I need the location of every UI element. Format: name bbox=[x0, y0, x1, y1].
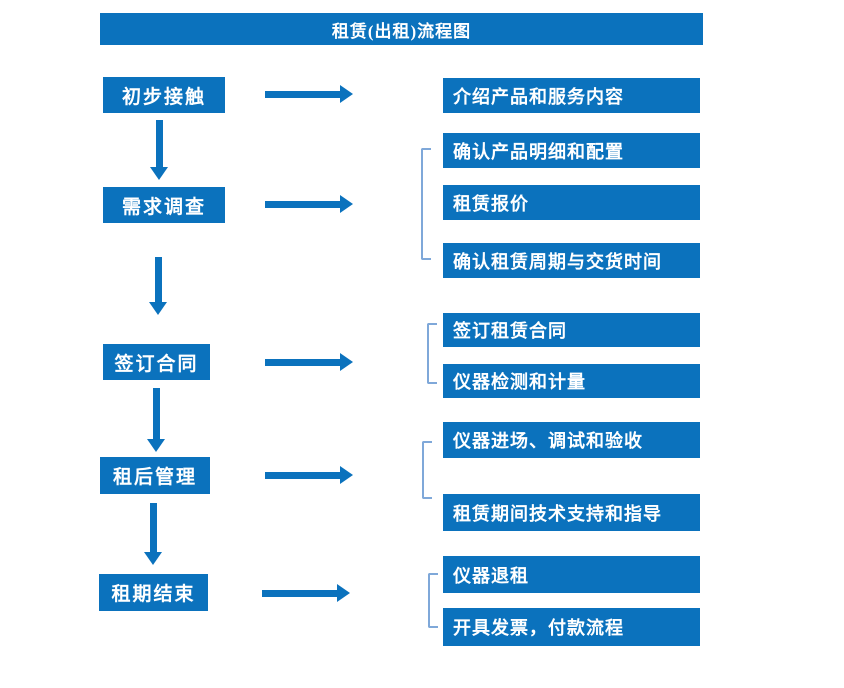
detail-box-technical-support: 租赁期间技术支持和指导 bbox=[443, 494, 700, 531]
arrow-shaft bbox=[265, 471, 340, 479]
right-arrow-step2 bbox=[265, 195, 353, 213]
detail-box-introduce-products: 介绍产品和服务内容 bbox=[443, 78, 700, 113]
detail-box-instrument-return: 仪器退租 bbox=[443, 556, 700, 593]
detail-box-confirm-product-config: 确认产品明细和配置 bbox=[443, 133, 700, 168]
arrow-shaft bbox=[152, 388, 160, 439]
right-arrow-step5 bbox=[262, 584, 350, 602]
step-box-post-rental-management: 租后管理 bbox=[100, 457, 210, 494]
group-bracket-sign-contract bbox=[427, 323, 437, 384]
step-box-initial-contact: 初步接触 bbox=[103, 77, 225, 113]
step-box-rental-end: 租期结束 bbox=[99, 574, 208, 611]
detail-box-confirm-period-delivery: 确认租赁周期与交货时间 bbox=[443, 243, 700, 278]
arrow-head-icon bbox=[144, 552, 162, 565]
arrow-shaft bbox=[155, 120, 163, 167]
arrow-head-icon bbox=[147, 439, 165, 452]
arrow-head-icon bbox=[340, 353, 353, 371]
arrow-head-icon bbox=[340, 85, 353, 103]
group-bracket-demand-survey bbox=[421, 148, 431, 260]
group-bracket-post-rental bbox=[422, 441, 432, 499]
down-arrow-step2-step3 bbox=[149, 257, 167, 315]
group-bracket-rental-end bbox=[428, 573, 438, 628]
step-box-demand-survey: 需求调查 bbox=[103, 187, 225, 223]
arrow-shaft bbox=[262, 589, 337, 597]
detail-box-invoice-payment: 开具发票，付款流程 bbox=[443, 608, 700, 646]
arrow-head-icon bbox=[337, 584, 350, 602]
right-arrow-step4 bbox=[265, 466, 353, 484]
arrow-shaft bbox=[149, 503, 157, 552]
detail-box-instrument-setup-acceptance: 仪器进场、调试和验收 bbox=[443, 422, 700, 458]
arrow-shaft bbox=[265, 200, 340, 208]
down-arrow-step4-step5 bbox=[144, 503, 162, 565]
down-arrow-step1-step2 bbox=[150, 120, 168, 180]
arrow-shaft bbox=[265, 90, 340, 98]
down-arrow-step3-step4 bbox=[147, 388, 165, 452]
arrow-head-icon bbox=[149, 302, 167, 315]
right-arrow-step3 bbox=[265, 353, 353, 371]
arrow-head-icon bbox=[150, 167, 168, 180]
arrow-shaft bbox=[154, 257, 162, 302]
arrow-head-icon bbox=[340, 195, 353, 213]
step-box-sign-contract: 签订合同 bbox=[103, 344, 210, 380]
detail-box-rental-quotation: 租赁报价 bbox=[443, 185, 700, 220]
flowchart-title: 租赁(出租)流程图 bbox=[100, 13, 703, 45]
detail-box-instrument-inspection: 仪器检测和计量 bbox=[443, 364, 700, 398]
arrow-head-icon bbox=[340, 466, 353, 484]
right-arrow-step1 bbox=[265, 85, 353, 103]
arrow-shaft bbox=[265, 358, 340, 366]
detail-box-sign-rental-contract: 签订租赁合同 bbox=[443, 313, 700, 347]
